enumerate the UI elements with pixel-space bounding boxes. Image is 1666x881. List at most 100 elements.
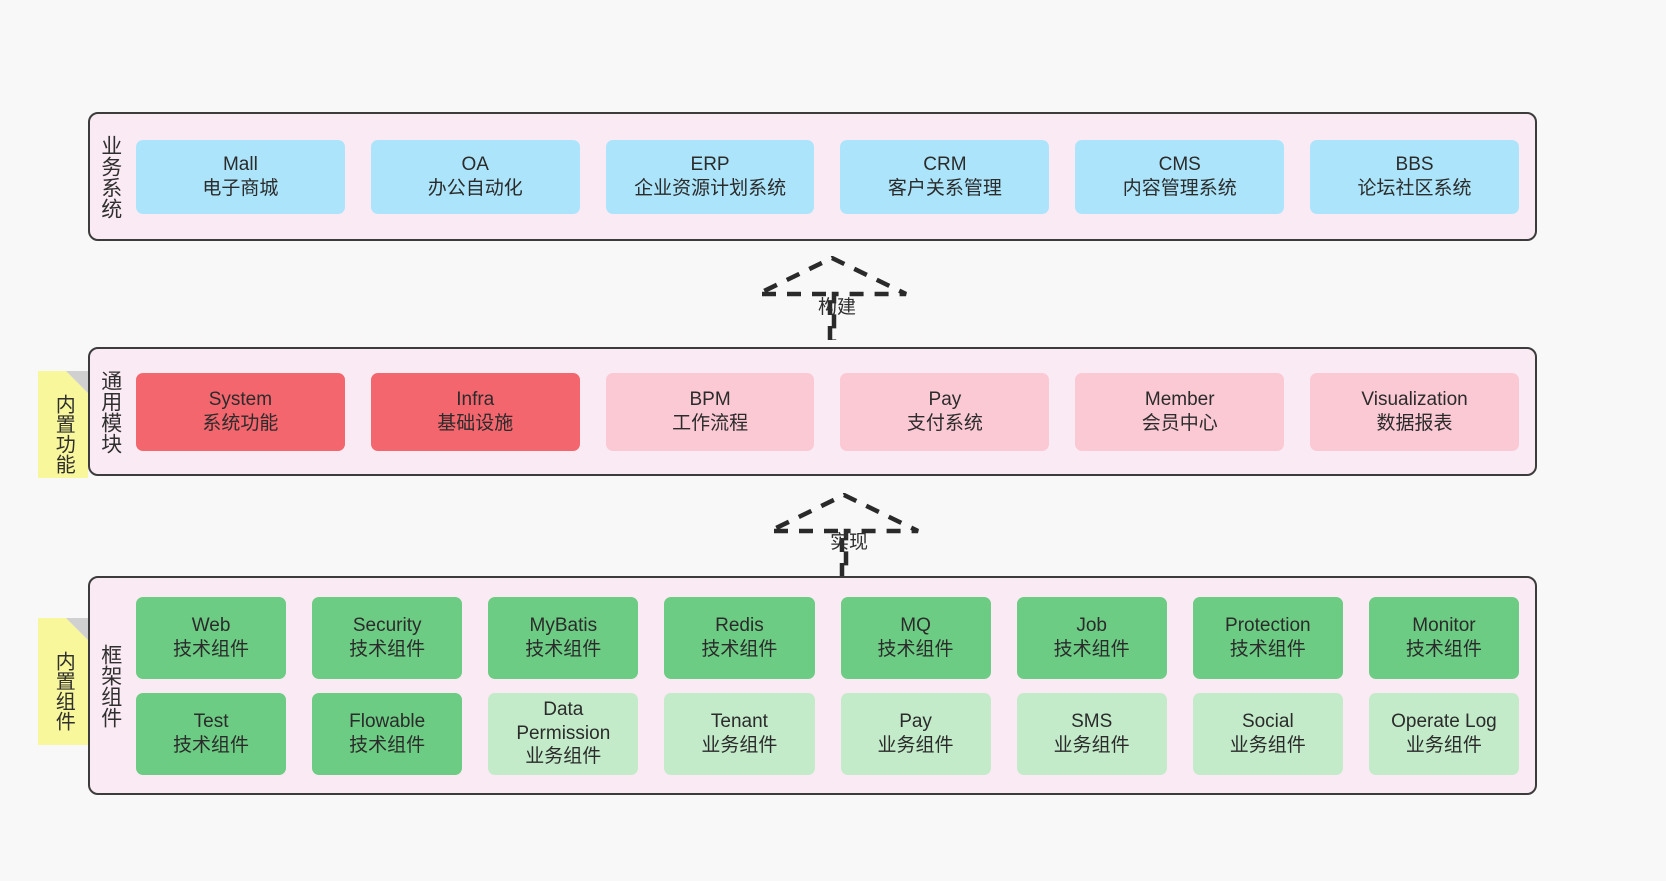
card-title: Operate Log: [1391, 710, 1497, 732]
card-subtitle: 技术组件: [1229, 638, 1306, 660]
card-web[interactable]: Web 技术组件: [136, 596, 287, 679]
card-title: BPM: [689, 388, 731, 410]
card-subtitle: 业务组件: [701, 734, 778, 756]
card-subtitle: 电子商城: [202, 177, 279, 199]
card-subtitle: 企业资源计划系统: [634, 177, 787, 199]
card-subtitle: 业务组件: [1053, 734, 1130, 756]
card-pay-business[interactable]: Pay 业务组件: [840, 692, 991, 775]
card-subtitle: 客户关系管理: [887, 177, 1002, 199]
card-row: Test 技术组件 Flowable 技术组件 Data Permission …: [136, 692, 1519, 775]
card-row: Mall 电子商城 OA 办公自动化 ERP 企业资源计划系统 CRM 客户关系…: [136, 139, 1519, 214]
card-subtitle: 基础设施: [437, 412, 514, 434]
card-title: ERP: [690, 153, 730, 175]
card-cms[interactable]: CMS 内容管理系统: [1075, 139, 1285, 214]
arrow-implement-icon: [769, 492, 919, 577]
card-subtitle: 技术组件: [1053, 638, 1130, 660]
card-bpm[interactable]: BPM 工作流程: [605, 372, 815, 451]
card-redis[interactable]: Redis 技术组件: [664, 596, 815, 679]
card-erp[interactable]: ERP 企业资源计划系统: [605, 139, 815, 214]
card-subtitle: 技术组件: [349, 638, 426, 660]
card-title: CMS: [1158, 153, 1201, 175]
card-data-permission[interactable]: Data Permission 业务组件: [488, 692, 639, 775]
layer-general-modules: 通用模块 System 系统功能 Infra 基础设施 BPM 工作流程 Pay…: [88, 347, 1537, 476]
card-title: Pay: [928, 388, 962, 410]
card-tenant[interactable]: Tenant 业务组件: [664, 692, 815, 775]
layer-body-modules: System 系统功能 Infra 基础设施 BPM 工作流程 Pay 支付系统…: [130, 349, 1535, 474]
card-subtitle: 技术组件: [877, 638, 954, 660]
card-title: Social: [1241, 710, 1294, 732]
card-subtitle: 论坛社区系统: [1357, 177, 1472, 199]
card-infra[interactable]: Infra 基础设施: [370, 372, 580, 451]
card-social[interactable]: Social 业务组件: [1192, 692, 1343, 775]
note-label: 内置功能: [52, 393, 75, 474]
card-subtitle: 系统功能: [202, 412, 279, 434]
card-title: Mall: [222, 153, 258, 175]
card-title: MQ: [900, 614, 931, 636]
card-title: System: [208, 388, 273, 410]
card-security[interactable]: Security 技术组件: [312, 596, 463, 679]
card-mybatis[interactable]: MyBatis 技术组件: [488, 596, 639, 679]
card-subtitle: 工作流程: [672, 412, 749, 434]
layer-title-framework: 框架组件: [98, 643, 122, 728]
card-protection[interactable]: Protection 技术组件: [1192, 596, 1343, 679]
arrow-build-icon: [757, 255, 907, 340]
note-builtin-component: 内置组件: [38, 618, 88, 745]
card-subtitle: 技术组件: [1405, 638, 1482, 660]
card-title: CRM: [923, 153, 967, 175]
card-sms[interactable]: SMS 业务组件: [1016, 692, 1167, 775]
card-test[interactable]: Test 技术组件: [136, 692, 287, 775]
card-subtitle: 支付系统: [906, 412, 983, 434]
card-subtitle: 技术组件: [701, 638, 778, 660]
card-title: Visualization: [1361, 388, 1468, 410]
card-title: Security: [352, 614, 422, 636]
layer-title-business: 业务系统: [98, 134, 122, 219]
card-title: Web: [191, 614, 231, 636]
layer-business-system: 业务系统 Mall 电子商城 OA 办公自动化 ERP 企业资源计划系统 CRM…: [88, 112, 1537, 241]
card-title: Monitor: [1412, 614, 1476, 636]
note-builtin-function: 内置功能: [38, 371, 88, 478]
card-subtitle: 技术组件: [349, 734, 426, 756]
card-title: Job: [1076, 614, 1107, 636]
card-title: Redis: [715, 614, 764, 636]
card-flowable[interactable]: Flowable 技术组件: [312, 692, 463, 775]
card-title: MyBatis: [529, 614, 598, 636]
card-title: Tenant: [710, 710, 768, 732]
card-bbs[interactable]: BBS 论坛社区系统: [1310, 139, 1519, 214]
card-title: Flowable: [349, 710, 426, 732]
card-title: Protection: [1225, 614, 1311, 636]
card-title: SMS: [1071, 710, 1113, 732]
card-mall[interactable]: Mall 电子商城: [136, 139, 345, 214]
card-subtitle: 业务组件: [525, 746, 602, 768]
arrow-build: [752, 255, 912, 342]
card-crm[interactable]: CRM 客户关系管理: [840, 139, 1050, 214]
card-subtitle: 会员中心: [1141, 412, 1218, 434]
card-subtitle: 数据报表: [1376, 412, 1453, 434]
card-oa[interactable]: OA 办公自动化: [370, 139, 580, 214]
card-title: Test: [193, 710, 229, 732]
card-subtitle: 内容管理系统: [1122, 177, 1237, 199]
card-job[interactable]: Job 技术组件: [1016, 596, 1167, 679]
card-system[interactable]: System 系统功能: [136, 372, 345, 451]
layer-body-business: Mall 电子商城 OA 办公自动化 ERP 企业资源计划系统 CRM 客户关系…: [130, 114, 1535, 239]
card-subtitle: 技术组件: [173, 638, 250, 660]
note-label: 内置组件: [52, 650, 75, 731]
card-monitor[interactable]: Monitor 技术组件: [1368, 596, 1519, 679]
card-row: System 系统功能 Infra 基础设施 BPM 工作流程 Pay 支付系统…: [136, 372, 1519, 451]
layer-body-framework: Web 技术组件 Security 技术组件 MyBatis 技术组件 Redi…: [130, 578, 1535, 793]
card-pay[interactable]: Pay 支付系统: [840, 372, 1050, 451]
card-member[interactable]: Member 会员中心: [1075, 372, 1285, 451]
layer-title-modules: 通用模块: [98, 369, 122, 454]
arrow-implement-label: 实现: [830, 532, 869, 553]
card-mq[interactable]: MQ 技术组件: [840, 596, 991, 679]
arrow-build-label: 构建: [818, 297, 857, 318]
arrow-implement: [764, 492, 924, 579]
card-title: Infra: [456, 388, 495, 410]
card-subtitle: 技术组件: [525, 638, 602, 660]
card-title: Pay: [899, 710, 932, 732]
card-subtitle: 业务组件: [1229, 734, 1306, 756]
card-title: OA: [461, 153, 489, 175]
card-subtitle: 业务组件: [877, 734, 954, 756]
card-operate-log[interactable]: Operate Log 业务组件: [1368, 692, 1519, 775]
card-visualization[interactable]: Visualization 数据报表: [1310, 372, 1519, 451]
